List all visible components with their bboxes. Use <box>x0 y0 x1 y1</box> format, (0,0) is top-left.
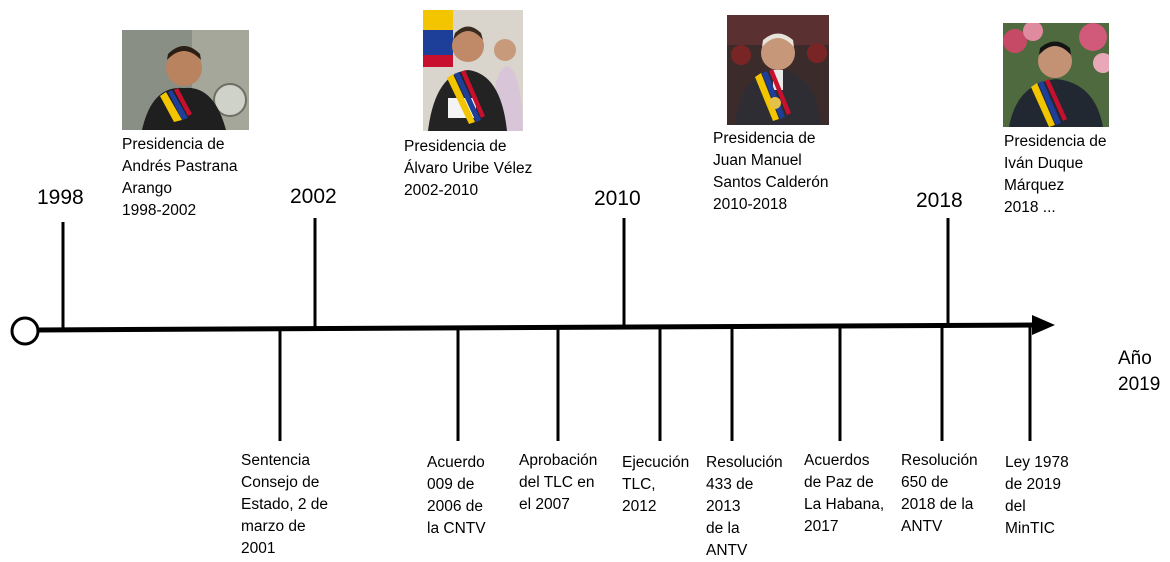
event-paz-2017: Acuerdos de Paz de La Habana, 2017 <box>804 452 885 535</box>
event-ley-2019: Ley 1978 de 2019 del MinTIC <box>1005 454 1069 537</box>
year-label-2010: 2010 <box>594 187 641 210</box>
year-label-2002: 2002 <box>290 185 337 208</box>
event-acuerdo-2006: Acuerdo 009 de 2006 de la CNTV <box>427 454 486 537</box>
presidency-duque-caption: Presidencia de Iván Duque Márquez 2018 .… <box>1004 133 1107 216</box>
event-resolucion-2018: Resolución 650 de 2018 de la ANTV <box>901 452 978 535</box>
axis-label: Año 2019 <box>1118 348 1161 395</box>
presidency-uribe-caption: Presidencia de Álvaro Uribe Vélez 2002-2… <box>404 138 533 199</box>
presidency-santos-caption: Presidencia de Juan Manuel Santos Calder… <box>713 130 829 213</box>
pastrana-portrait <box>122 30 249 130</box>
timeline-axis <box>37 322 1036 333</box>
event-sentencia-2001: Sentencia Consejo de Estado, 2 de marzo … <box>241 452 329 557</box>
year-label-2018: 2018 <box>916 189 963 212</box>
timeline-arrowhead <box>1032 315 1055 335</box>
santos-portrait <box>727 15 829 125</box>
uribe-portrait <box>423 10 523 131</box>
event-resolucion-2013: Resolución 433 de 2013 de la ANTV <box>706 454 783 559</box>
presidency-pastrana-caption: Presidencia de Andrés Pastrana Arango 19… <box>122 136 238 219</box>
timeline-start-circle <box>10 316 40 346</box>
duque-portrait <box>1003 23 1109 127</box>
event-tlc-2012: Ejecución TLC, 2012 <box>622 454 690 515</box>
year-label-1998: 1998 <box>37 186 84 209</box>
event-tlc-2007: Aprobación del TLC en el 2007 <box>519 452 598 513</box>
